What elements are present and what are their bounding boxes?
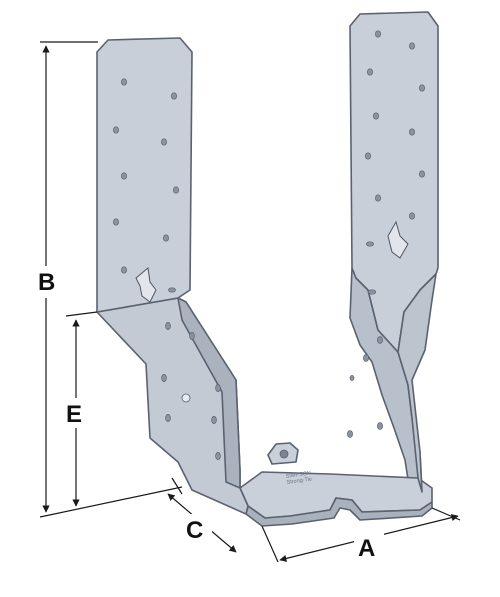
nail-hole (171, 92, 177, 100)
right-lower-flange (397, 273, 437, 493)
dimension-a-label: A (358, 535, 375, 562)
nail-hole (163, 234, 169, 242)
dimension-b-label: B (38, 269, 55, 296)
extension-line-mid (65, 311, 98, 317)
hanger (96, 11, 439, 527)
nail-hole (347, 430, 353, 438)
dimension-e-label: E (66, 401, 82, 428)
label-bg-b (30, 266, 62, 298)
extension-line-c-left (171, 477, 183, 495)
nail-hole (215, 384, 221, 392)
nail-hole (375, 30, 381, 38)
nail-hole (161, 374, 167, 382)
nail-hole (165, 322, 171, 330)
right-prong (387, 220, 409, 259)
extension-line-bottom (39, 486, 183, 518)
nail-hole (373, 112, 379, 120)
nail-hole (377, 336, 383, 344)
stamp-brand-line2: Strong-Tie (286, 476, 312, 485)
nail-holes (113, 30, 425, 460)
nail-hole (419, 170, 425, 178)
manufacturer-stamp: SIMPSON Strong-Tie (285, 471, 312, 486)
nail-hole (121, 78, 127, 86)
seat-tab-hole (279, 449, 289, 459)
extension-line-a-left (261, 525, 279, 563)
positioning-prongs (135, 220, 409, 303)
nail-hole (409, 212, 415, 220)
dimension-c-label: C (186, 517, 203, 544)
nail-hole (161, 138, 167, 146)
nail-hole (419, 84, 425, 92)
nail-hole (113, 126, 119, 134)
stamp-brand: SIMPSON (285, 471, 311, 480)
nail-hole (363, 354, 369, 362)
nail-hole (367, 68, 373, 76)
nail-hole (367, 289, 377, 295)
nail-hole (121, 172, 127, 180)
label-bg-a (354, 532, 384, 562)
nail-hole (349, 375, 355, 381)
nail-hole (377, 422, 383, 430)
nail-hole (366, 241, 374, 247)
label-bg-e (60, 398, 92, 428)
nail-hole (168, 287, 176, 293)
nail-hole (215, 452, 221, 460)
nail-hole (211, 416, 217, 424)
nail-hole (121, 266, 127, 274)
nail-hole (165, 414, 171, 422)
dimple (181, 393, 191, 403)
nail-hole (113, 218, 119, 226)
label-bg-c (182, 514, 212, 544)
nail-hole (173, 186, 179, 194)
nail-hole (189, 332, 195, 340)
nail-hole (409, 42, 415, 50)
left-prong (135, 267, 157, 303)
nail-hole (365, 152, 371, 160)
nail-hole (375, 194, 381, 202)
nail-hole (409, 128, 415, 136)
left-lower-inner-face (177, 297, 241, 489)
left-upright-plate (96, 37, 193, 313)
extension-line-a-right (431, 507, 461, 521)
